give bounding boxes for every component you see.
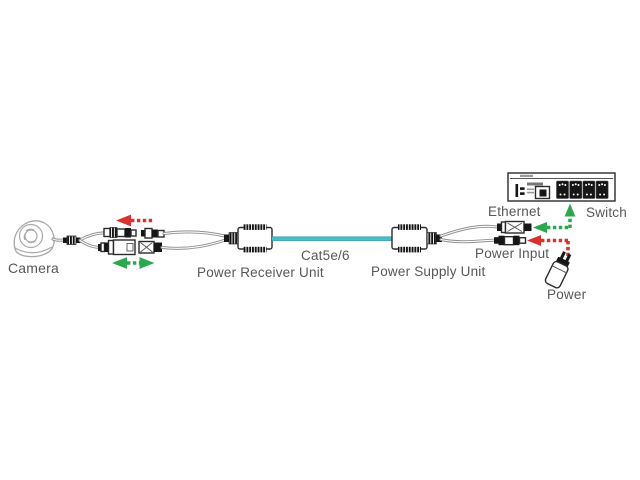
switch-rj45-ports [556,180,609,199]
camera-label: Camera [8,260,59,276]
ethernet-plug [497,220,532,234]
power-receiver-unit-illustration [224,224,273,253]
power-supply-unit-illustration [391,224,499,253]
power-adapter-icon [544,251,572,289]
network-switch-illustration [507,172,616,202]
switch-label: Switch [586,205,627,220]
camera-cable [51,231,107,249]
power-supply-unit-label: Power Supply Unit [371,264,486,279]
power-direction-arrow-left [116,214,153,227]
ethernet-label: Ethernet [488,204,541,219]
switch-power-inlet-icon [515,184,525,197]
power-receiver-unit-label: Power Receiver Unit [197,265,324,280]
switch-uplink-port-icon [534,185,551,200]
ethernet-flow-arrow [533,203,576,233]
dome-camera-icon [13,220,55,258]
power-label: Power [547,287,587,302]
cable-type-label: Cat5e/6 [301,248,350,263]
power-input-plug [494,235,527,246]
power-input-label: Power Input [475,246,550,261]
camera-ethernet-connector-pair [98,238,229,256]
data-direction-arrow-bidirectional [112,257,155,269]
camera-power-connector-pair [103,227,229,239]
power-flow-arrow-right [527,235,570,256]
